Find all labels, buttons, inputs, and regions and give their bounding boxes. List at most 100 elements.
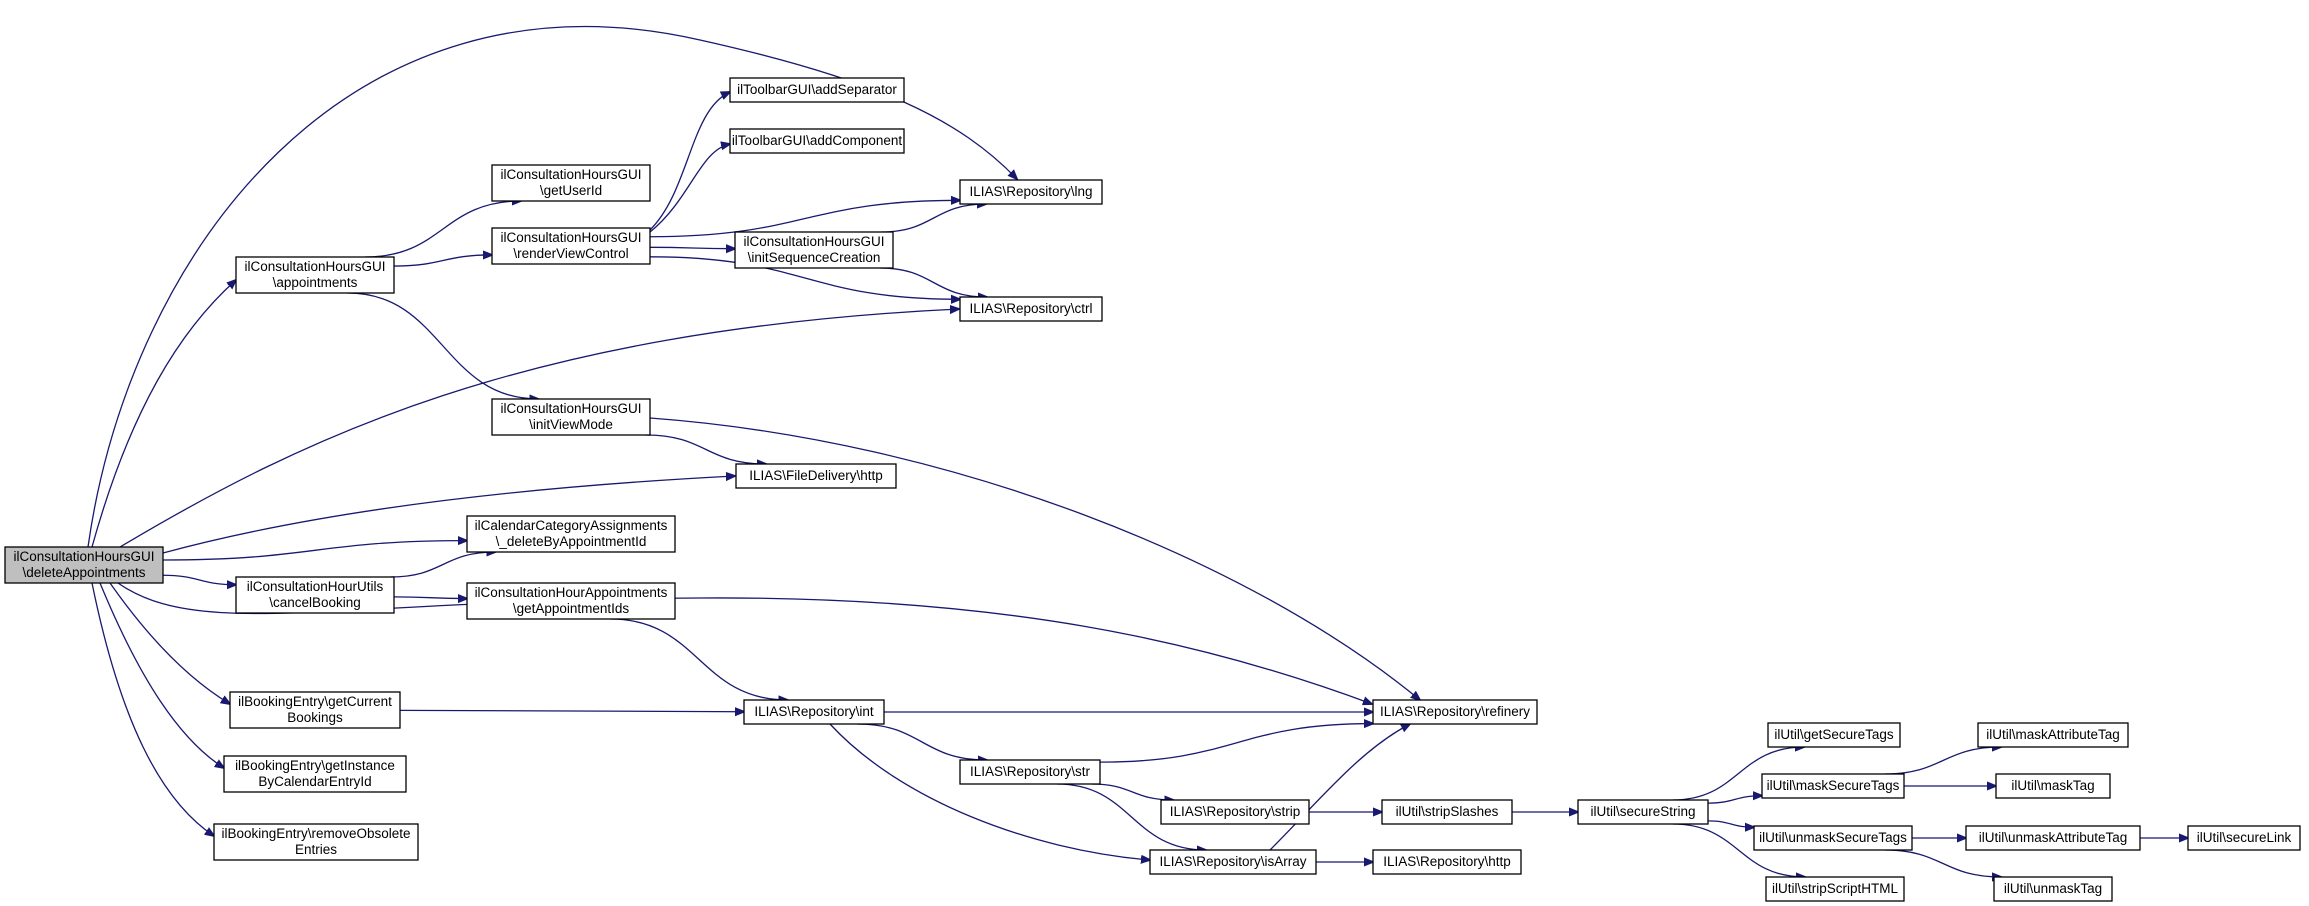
- node-label: ilUtil\stripScriptHTML: [1772, 881, 1899, 896]
- node-maskSecureTags[interactable]: ilUtil\maskSecureTags: [1761, 773, 1905, 799]
- node-secureLink[interactable]: ilUtil\secureLink: [2187, 825, 2301, 851]
- node-label: ILIAS\Repository\strip: [1170, 804, 1301, 819]
- node-box: [491, 227, 651, 265]
- edge-repoInt-to-repoStr: [857, 723, 987, 760]
- node-label: ilBookingEntry\removeObsolete: [221, 826, 410, 841]
- node-root[interactable]: ilConsultationHoursGUI\deleteAppointment…: [4, 546, 164, 584]
- node-box: [1372, 699, 1538, 725]
- node-label: ilBookingEntry\getCurrent: [238, 694, 392, 709]
- node-addSeparator[interactable]: ilToolbarGUI\addSeparator: [729, 77, 905, 103]
- node-label: ilToolbarGUI\addSeparator: [737, 82, 897, 97]
- edge-root-to-appointments: [91, 280, 236, 548]
- node-label: ILIAS\Repository\ctrl: [969, 301, 1092, 316]
- node-box: [1761, 773, 1905, 799]
- edge-root-to-getInstanceByCalendarEntryId: [99, 582, 224, 768]
- node-box: [734, 231, 894, 269]
- node-box: [1767, 722, 1901, 748]
- node-repoInt[interactable]: ILIAS\Repository\int: [743, 699, 885, 725]
- node-label: \cancelBooking: [269, 595, 361, 610]
- edge-repoStr-to-repoRefinery: [1099, 724, 1373, 763]
- node-label: ilCalendarCategoryAssignments: [475, 518, 668, 533]
- node-maskAttributeTag[interactable]: ilUtil\maskAttributeTag: [1977, 722, 2129, 748]
- node-getUserId[interactable]: ilConsultationHoursGUI\getUserId: [491, 164, 651, 202]
- edge-repoStr-to-repoStrip: [1091, 783, 1174, 800]
- edge-cancelBooking-to-getAppointmentIds: [393, 597, 467, 599]
- edge-renderViewControl-to-repoLng: [649, 200, 960, 238]
- node-box: [1160, 799, 1310, 825]
- node-fileDeliveryHttp[interactable]: ILIAS\FileDelivery\http: [735, 463, 897, 489]
- edge-renderViewControl-to-addComponent: [649, 144, 730, 233]
- node-label: ilUtil\getSecureTags: [1774, 727, 1894, 742]
- edge-appointments-to-getUserId: [365, 201, 521, 258]
- node-label: \deleteAppointments: [22, 565, 145, 580]
- node-repoCtrl[interactable]: ILIAS\Repository\ctrl: [959, 296, 1103, 322]
- edge-getCurrentBookings-to-repoInt: [399, 710, 744, 711]
- node-box: [1995, 773, 2111, 799]
- node-label: \initViewMode: [529, 417, 613, 432]
- node-repoRefinery[interactable]: ILIAS\Repository\refinery: [1372, 699, 1538, 725]
- node-label: Bookings: [287, 710, 343, 725]
- edge-renderViewControl-to-repoCtrl: [649, 256, 960, 299]
- node-box: [235, 256, 395, 294]
- node-label: \getUserId: [540, 183, 602, 198]
- node-label: ilUtil\stripSlashes: [1396, 804, 1499, 819]
- node-unmaskTag[interactable]: ilUtil\unmaskTag: [1993, 876, 2113, 902]
- node-label: ILIAS\FileDelivery\http: [749, 468, 883, 483]
- node-repoHttp[interactable]: ILIAS\Repository\http: [1372, 849, 1522, 875]
- node-getSecureTags[interactable]: ilUtil\getSecureTags: [1767, 722, 1901, 748]
- node-initViewMode[interactable]: ilConsultationHoursGUI\initViewMode: [491, 398, 651, 436]
- edge-appointments-to-renderViewControl: [393, 255, 492, 267]
- node-maskTag[interactable]: ilUtil\maskTag: [1995, 773, 2111, 799]
- node-label: ByCalendarEntryId: [258, 774, 371, 789]
- node-appointments[interactable]: ilConsultationHoursGUI\appointments: [235, 256, 395, 294]
- node-label: ilConsultationHoursGUI: [500, 401, 641, 416]
- node-unmaskAttributeTag[interactable]: ilUtil\unmaskAttributeTag: [1965, 825, 2141, 851]
- node-deleteByAppointmentId[interactable]: ilCalendarCategoryAssignments\_deleteByA…: [466, 515, 676, 553]
- node-cancelBooking[interactable]: ilConsultationHourUtils\cancelBooking: [235, 576, 395, 614]
- node-label: ilUtil\maskSecureTags: [1767, 778, 1900, 793]
- node-label: ilConsultationHoursGUI: [743, 234, 884, 249]
- node-label: \getAppointmentIds: [513, 601, 630, 616]
- node-box: [491, 398, 651, 436]
- node-stripScriptHTML[interactable]: ilUtil\stripScriptHTML: [1765, 876, 1905, 902]
- edge-repoIsArray-to-repoRefinery: [1269, 724, 1410, 851]
- node-label: ilConsultationHoursGUI: [500, 230, 641, 245]
- node-box: [1993, 876, 2113, 902]
- node-getInstanceByCalendarEntryId[interactable]: ilBookingEntry\getInstanceByCalendarEntr…: [223, 755, 407, 793]
- node-addComponent[interactable]: ilToolbarGUI\addComponent: [729, 128, 905, 154]
- node-secureString[interactable]: ilUtil\secureString: [1577, 799, 1709, 825]
- edge-initViewMode-to-repoRefinery: [649, 417, 1420, 700]
- edge-root-to-repoCtrl: [119, 309, 959, 548]
- node-renderViewControl[interactable]: ilConsultationHoursGUI\renderViewControl: [491, 227, 651, 265]
- node-box: [729, 77, 905, 103]
- node-box: [1977, 722, 2129, 748]
- node-repoStrip[interactable]: ILIAS\Repository\strip: [1160, 799, 1310, 825]
- node-box: [1965, 825, 2141, 851]
- node-stripSlashes[interactable]: ilUtil\stripSlashes: [1381, 799, 1513, 825]
- node-box: [229, 691, 401, 729]
- node-repoLng[interactable]: ILIAS\Repository\lng: [959, 179, 1103, 205]
- edge-root-to-fileDeliveryHttp: [162, 476, 735, 554]
- node-box: [1577, 799, 1709, 825]
- node-box: [466, 515, 676, 553]
- node-repoStr[interactable]: ILIAS\Repository\str: [959, 759, 1101, 785]
- node-label: ilConsultationHoursGUI: [500, 167, 641, 182]
- node-repoIsArray[interactable]: ILIAS\Repository\isArray: [1149, 849, 1317, 875]
- edge-secureString-to-getSecureTags: [1672, 747, 1804, 801]
- node-unmaskSecureTags[interactable]: ilUtil\unmaskSecureTags: [1753, 825, 1913, 851]
- edge-secureString-to-maskSecureTags: [1707, 796, 1762, 804]
- node-label: ILIAS\Repository\int: [754, 704, 874, 719]
- edge-renderViewControl-to-initSequenceCreation: [649, 247, 735, 248]
- node-label: ILIAS\Repository\str: [970, 764, 1091, 779]
- node-initSequenceCreation[interactable]: ilConsultationHoursGUI\initSequenceCreat…: [734, 231, 894, 269]
- node-label: ilUtil\maskAttributeTag: [1986, 727, 2120, 742]
- node-getAppointmentIds[interactable]: ilConsultationHourAppointments\getAppoin…: [466, 582, 676, 620]
- node-box: [1753, 825, 1913, 851]
- edge-initSequenceCreation-to-repoCtrl: [880, 267, 987, 297]
- node-label: ILIAS\Repository\refinery: [1380, 704, 1530, 719]
- node-label: \initSequenceCreation: [748, 250, 881, 265]
- edge-initSequenceCreation-to-repoLng: [881, 204, 986, 233]
